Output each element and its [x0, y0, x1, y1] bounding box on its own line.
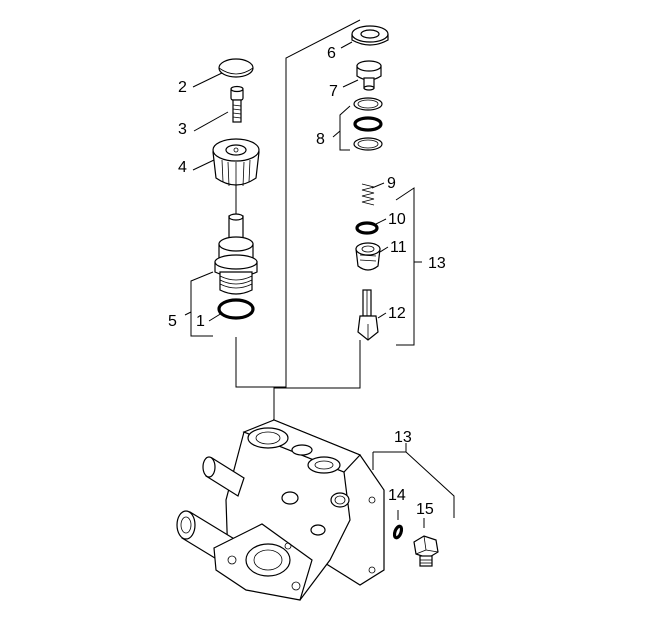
callout-3: 3 [178, 121, 187, 138]
callout-5: 5 [168, 313, 177, 330]
small-o-ring-icon [355, 221, 379, 235]
knob-icon [212, 138, 260, 188]
valve-body-icon [214, 213, 258, 295]
callout-14: 14 [388, 487, 406, 504]
screw-icon [230, 85, 244, 123]
pump-head-icon [176, 418, 385, 601]
valve-seat-icon [355, 242, 381, 271]
screw-plug-icon [413, 535, 439, 567]
callout-10: 10 [388, 211, 406, 228]
callout-12: 12 [388, 305, 406, 322]
spring-icon [361, 183, 375, 206]
callout-15: 15 [416, 501, 434, 518]
plug-icon [356, 60, 382, 91]
seal-ring-set-icon [353, 97, 383, 151]
callout-4: 4 [178, 159, 187, 176]
callout-6: 6 [327, 45, 336, 62]
callout-11: 11 [390, 239, 407, 256]
callout-13-bottom: 13 [394, 429, 412, 446]
seal-ring-icon [351, 25, 389, 46]
callout-13-top: 13 [428, 255, 446, 272]
callout-8: 8 [316, 131, 325, 148]
tiny-o-ring-icon [392, 524, 404, 540]
callout-7: 7 [329, 83, 338, 100]
o-ring-icon [217, 298, 255, 320]
valve-stem-icon [357, 289, 379, 341]
callout-2: 2 [178, 79, 187, 96]
callout-9: 9 [387, 175, 396, 192]
callout-labels: 2 3 4 5 1 6 7 8 9 10 11 13 12 13 14 15 [168, 45, 446, 518]
callout-1: 1 [196, 313, 205, 330]
cap-icon [218, 58, 254, 78]
leader-lines [184, 19, 455, 528]
